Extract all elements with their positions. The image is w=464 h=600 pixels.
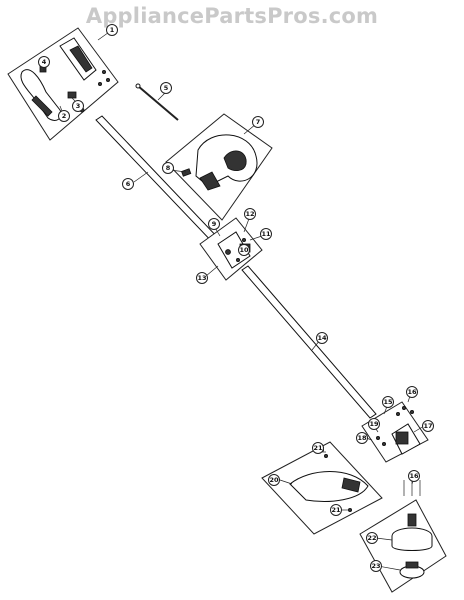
callout-21b: 21 [330, 504, 342, 516]
callout-7: 7 [252, 116, 264, 128]
svg-text:12: 12 [245, 210, 254, 218]
svg-text:13: 13 [197, 274, 206, 282]
callout-11: 11 [260, 228, 272, 240]
callout-14: 14 [316, 332, 328, 344]
callout-16a: 16 [406, 386, 418, 398]
callout-2: 2 [58, 110, 70, 122]
callout-18: 18 [356, 432, 368, 444]
callout-13: 13 [196, 272, 208, 284]
callout-23: 23 [370, 560, 382, 572]
svg-text:3: 3 [76, 102, 81, 110]
svg-text:16: 16 [409, 472, 419, 480]
svg-text:8: 8 [166, 164, 171, 172]
gear-head-panel [361, 401, 429, 463]
svg-text:4: 4 [42, 58, 47, 66]
callout-19: 19 [368, 418, 380, 430]
callout-9: 9 [208, 218, 220, 230]
svg-text:7: 7 [256, 118, 261, 126]
svg-text:18: 18 [357, 434, 367, 442]
svg-text:5: 5 [164, 84, 169, 92]
callout-3: 3 [72, 100, 84, 112]
svg-text:6: 6 [126, 180, 131, 188]
svg-text:20: 20 [269, 476, 279, 484]
svg-text:1: 1 [110, 26, 115, 34]
svg-text:17: 17 [423, 422, 432, 430]
svg-text:9: 9 [212, 220, 217, 228]
svg-text:14: 14 [317, 334, 327, 342]
svg-text:10: 10 [239, 246, 249, 254]
part-5-rod [135, 83, 179, 121]
callout-15: 15 [382, 396, 394, 408]
callout-1: 1 [106, 24, 118, 36]
callout-20: 20 [268, 474, 280, 486]
svg-text:16: 16 [407, 388, 417, 396]
callout-5: 5 [160, 82, 172, 94]
svg-text:2: 2 [62, 112, 67, 120]
watermark: AppliancePartsPros.com [85, 4, 379, 28]
callout-6: 6 [122, 178, 134, 190]
svg-text:15: 15 [383, 398, 393, 406]
callout-17: 17 [422, 420, 434, 432]
callout-12: 12 [244, 208, 256, 220]
svg-text:21: 21 [313, 444, 323, 452]
coupler-panel [199, 217, 263, 281]
callout-22: 22 [366, 532, 378, 544]
callout-10: 10 [238, 244, 250, 256]
callout-16b: 16 [408, 470, 420, 482]
svg-text:19: 19 [369, 420, 379, 428]
trimmer-head-panel [359, 480, 447, 593]
svg-text:23: 23 [371, 562, 380, 570]
svg-text:21: 21 [331, 506, 341, 514]
callout-21a: 21 [312, 442, 324, 454]
svg-text:11: 11 [261, 230, 271, 238]
callout-4: 4 [38, 56, 50, 68]
callout-8: 8 [162, 162, 174, 174]
guard-panel [261, 441, 383, 535]
part-14-lower-shaft [241, 265, 377, 419]
svg-text:22: 22 [367, 534, 376, 542]
loop-handle-panel [165, 113, 273, 221]
handle-assembly-panel [7, 27, 119, 141]
